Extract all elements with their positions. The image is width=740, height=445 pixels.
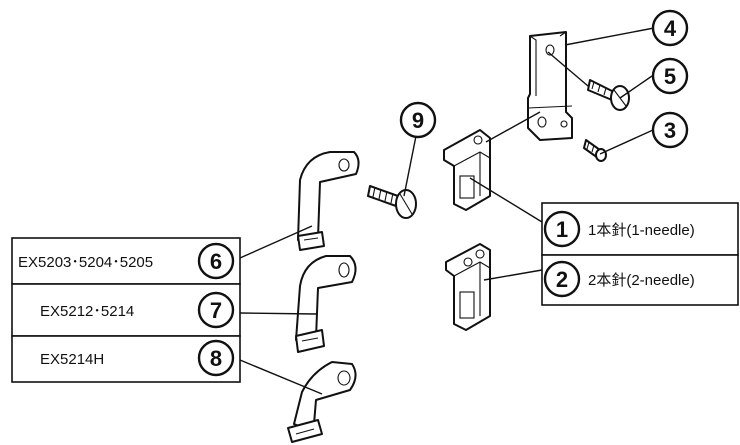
callout-8-number: 8 <box>210 346 222 371</box>
callout-8: EX5214H 8 <box>40 339 235 377</box>
callout-2-number: 2 <box>556 267 568 292</box>
bracket-part-6 <box>297 151 360 251</box>
bracket-part-8 <box>287 361 357 443</box>
bracket-part-7 <box>295 255 357 353</box>
callout-7-number: 7 <box>210 298 222 323</box>
callout-6-number: 6 <box>210 249 222 274</box>
callout-2-label: 2本針(2-needle) <box>588 272 695 289</box>
screw-part-5 <box>587 79 630 111</box>
callout-8-label: EX5214H <box>40 351 104 368</box>
guide-block-part-1 <box>443 129 491 211</box>
guide-block-part-2 <box>445 243 491 331</box>
callout-3: 3 <box>651 111 689 149</box>
setscrew-part-3 <box>583 139 607 162</box>
callout-1: 1 1本針(1-needle) <box>543 210 695 248</box>
bracket-part-4 <box>527 31 573 141</box>
callout-5-number: 5 <box>664 64 676 89</box>
screw-part-9 <box>367 185 417 219</box>
callout-6-label: EX5203･5204･5205 <box>18 254 153 271</box>
callout-5: 5 <box>651 57 689 95</box>
callout-9-number: 9 <box>412 108 424 133</box>
callout-3-number: 3 <box>664 118 676 143</box>
callout-7: EX5212･5214 7 <box>40 291 235 329</box>
leader-lines <box>239 27 655 395</box>
callout-4-number: 4 <box>664 16 677 41</box>
callout-2: 2 2本針(2-needle) <box>543 260 695 298</box>
callout-1-label: 1本針(1-needle) <box>588 222 695 239</box>
callout-1-number: 1 <box>556 217 568 242</box>
callout-9: 9 <box>399 101 437 139</box>
callout-6: EX5203･5204･5205 6 <box>18 242 235 280</box>
callout-4: 4 <box>651 9 689 47</box>
callout-7-label: EX5212･5214 <box>40 303 134 320</box>
